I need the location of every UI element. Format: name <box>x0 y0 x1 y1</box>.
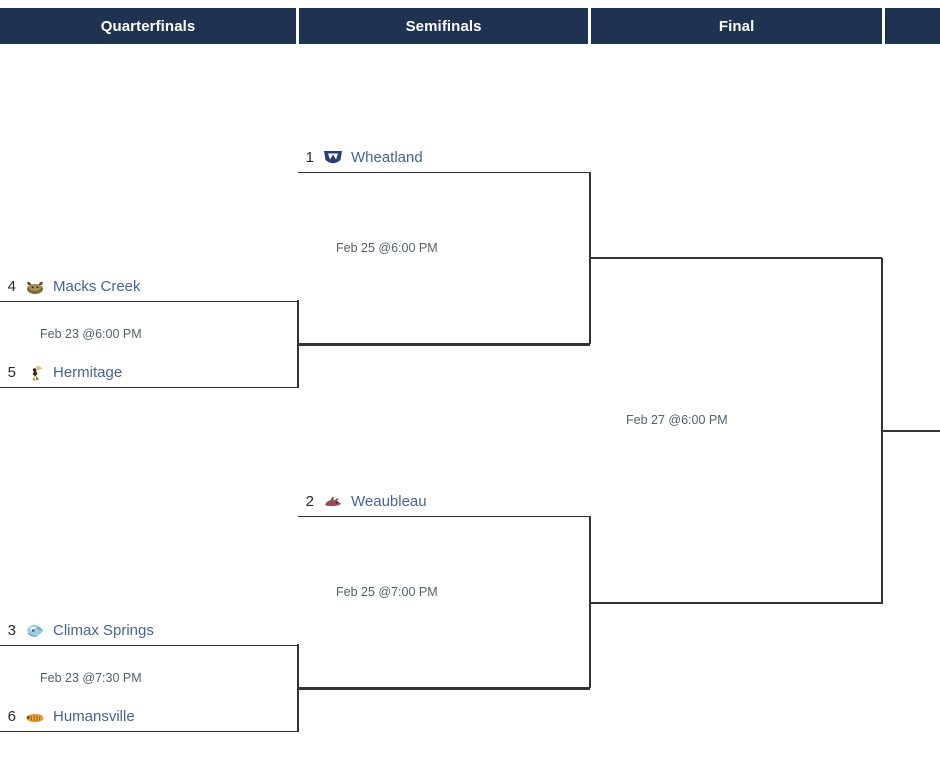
macks-creek-logo <box>27 281 43 294</box>
team-seed: 1 <box>305 149 314 166</box>
bracket-slot-sf-2-lower[interactable] <box>298 658 590 688</box>
bracket-slot-climax-springs[interactable]: 3 Climax Springs <box>0 616 298 646</box>
wheatland-logo <box>324 150 342 163</box>
game-date-sf-2: Feb 25 @7:00 PM <box>336 585 438 599</box>
team-name[interactable]: Wheatland <box>351 149 423 166</box>
team-name[interactable]: Hermitage <box>53 364 123 381</box>
weaubleau-logo <box>325 496 341 506</box>
team-seed: 5 <box>7 364 16 381</box>
connector-horizontal-qf-1 <box>297 344 590 346</box>
round-header-bar: Quarterfinals Semifinals Final <box>0 8 940 44</box>
bracket-slot-macks-creek[interactable]: 4 Macks Creek <box>0 272 298 302</box>
round-header-divider <box>882 8 886 44</box>
bracket-slot-wheatland[interactable]: 1 Wheatland <box>298 143 590 173</box>
climax-springs-logo <box>27 624 43 637</box>
connector-horizontal-qf-2 <box>297 688 590 690</box>
round-header-semifinals: Semifinals <box>299 8 589 44</box>
connector-horizontal-sf-2 <box>589 602 882 604</box>
team-seed: 2 <box>305 493 314 510</box>
connector-horizontal-final <box>881 430 940 432</box>
bracket-slot-humansville[interactable]: 6 Humansville <box>0 702 298 732</box>
team-name[interactable]: Weaubleau <box>351 493 427 510</box>
game-date-qf-2: Feb 23 @7:30 PM <box>40 671 142 685</box>
round-header-divider <box>296 8 300 44</box>
team-name[interactable]: Humansville <box>53 708 135 725</box>
bracket-slot-weaubleau[interactable]: 2 Weaubleau <box>298 487 590 517</box>
bracket-slot-sf-1-lower[interactable] <box>298 314 590 344</box>
game-date-sf-1: Feb 25 @6:00 PM <box>336 241 438 255</box>
round-header-divider <box>588 8 592 44</box>
team-seed: 4 <box>7 278 16 295</box>
game-date-qf-1: Feb 23 @6:00 PM <box>40 327 142 341</box>
round-header-label: Quarterfinals <box>100 17 196 35</box>
team-name[interactable]: Climax Springs <box>53 622 154 639</box>
team-seed: 6 <box>7 708 16 725</box>
round-header-quarterfinals: Quarterfinals <box>0 8 297 44</box>
game-date-final: Feb 27 @6:00 PM <box>626 413 728 427</box>
round-header-champion <box>885 8 940 44</box>
round-header-label: Semifinals <box>405 17 482 35</box>
round-header-final: Final <box>591 8 883 44</box>
hermitage-logo <box>32 365 43 381</box>
humansville-logo <box>26 713 44 722</box>
team-seed: 3 <box>7 622 16 639</box>
bracket-slot-hermitage[interactable]: 5 Hermitage <box>0 358 298 388</box>
connector-horizontal-sf-1 <box>589 257 882 259</box>
team-name[interactable]: Macks Creek <box>53 278 141 295</box>
round-header-label: Final <box>718 17 755 35</box>
